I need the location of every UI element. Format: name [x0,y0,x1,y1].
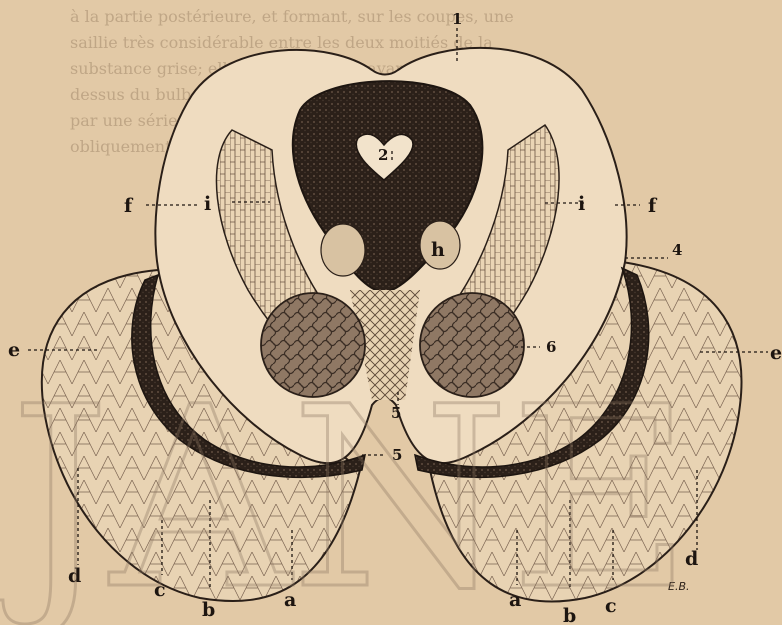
background-text-line: saillie très considérable entre les deux… [70,33,493,52]
label-2: 2 [378,146,388,164]
label-1: 1 [452,10,462,28]
label-i-right: i [578,193,585,215]
label-i-left: i [204,193,211,215]
background-text-line: à la partie postérieure, et formant, sur… [70,7,514,26]
label-f-left: f [124,195,134,217]
label-f-right: f [648,195,658,217]
watermark: JANE [0,353,692,625]
label-e-right: e [770,342,782,364]
label-h: h [431,239,445,261]
label-4: 4 [672,241,682,259]
nucleus-h-left [321,224,365,276]
